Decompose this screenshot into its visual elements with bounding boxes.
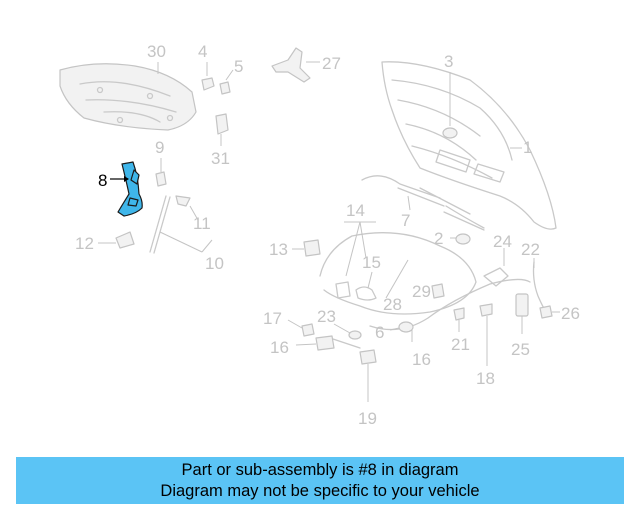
callout-31: 31 bbox=[211, 149, 230, 168]
callout-21: 21 bbox=[451, 335, 470, 354]
hood-panel bbox=[381, 61, 557, 230]
callout-9: 9 bbox=[155, 138, 164, 157]
callout-5: 5 bbox=[234, 57, 243, 76]
hood-insulation-pad bbox=[59, 62, 197, 131]
latch-24 bbox=[483, 248, 509, 287]
banner-line-1: Part or sub-assembly is #8 in diagram bbox=[181, 461, 459, 479]
callout-10: 10 bbox=[205, 254, 224, 273]
callout-3: 3 bbox=[444, 52, 453, 71]
hood-emblem bbox=[442, 72, 458, 139]
banner-line-2: Diagram may not be specific to your vehi… bbox=[160, 482, 480, 500]
highlighted-part-8[interactable] bbox=[110, 161, 143, 217]
callout-15: 15 bbox=[362, 253, 381, 272]
bumper-2 bbox=[450, 233, 471, 245]
callout-25: 25 bbox=[511, 340, 530, 359]
clip-5 bbox=[219, 69, 234, 95]
hood-bumper-12 bbox=[98, 231, 135, 249]
parts-diagram: 30 4 5 27 1 3 9 31 bbox=[59, 42, 580, 428]
clip-26 bbox=[539, 305, 560, 319]
gas-strut bbox=[149, 195, 213, 254]
callout-18: 19 bbox=[358, 409, 377, 428]
bracket-31 bbox=[215, 113, 229, 146]
callout-27: 27 bbox=[322, 54, 341, 73]
callout-6: 6 bbox=[375, 323, 384, 342]
callout-28: 28 bbox=[383, 295, 402, 314]
callout-1: 1 bbox=[523, 138, 532, 157]
clip-4 bbox=[201, 62, 215, 91]
clip-21 bbox=[453, 307, 465, 332]
callout-8: 8 bbox=[98, 171, 107, 190]
hood-hinge bbox=[271, 47, 320, 83]
callout-2: 2 bbox=[434, 229, 443, 248]
rod-28 bbox=[385, 259, 409, 299]
callout-17: 17 bbox=[263, 309, 282, 328]
callout-19: 16 bbox=[412, 350, 431, 369]
latch-assembly-15 bbox=[335, 271, 377, 301]
clip-6 bbox=[389, 321, 414, 333]
bracket-18 bbox=[359, 349, 377, 402]
callout-23: 23 bbox=[317, 307, 336, 326]
callout-22: 22 bbox=[521, 240, 540, 259]
handle-29 bbox=[431, 283, 445, 299]
callout-13: 13 bbox=[269, 240, 288, 259]
callout-29: 29 bbox=[412, 282, 431, 301]
latch-25 bbox=[515, 293, 529, 334]
callout-14: 14 bbox=[346, 201, 365, 220]
callout-24: 24 bbox=[493, 232, 512, 251]
callout-12: 12 bbox=[75, 234, 94, 253]
bracket-16 bbox=[295, 335, 335, 351]
release-cable-loop bbox=[319, 221, 477, 315]
callout-7: 7 bbox=[401, 211, 410, 230]
latch-13 bbox=[292, 239, 321, 257]
part-info-banner: Part or sub-assembly is #8 in diagram Di… bbox=[16, 457, 624, 504]
callout-11: 11 bbox=[193, 214, 211, 233]
callout-30: 30 bbox=[147, 42, 166, 61]
grommet-23 bbox=[329, 323, 362, 349]
cable-22 bbox=[532, 258, 549, 315]
callout-16: 16 bbox=[270, 338, 289, 357]
callout-20: 18 bbox=[476, 369, 495, 388]
clip-17 bbox=[287, 319, 315, 337]
weatherstrip bbox=[361, 175, 485, 231]
callout-26: 26 bbox=[561, 304, 580, 323]
bracket-9 bbox=[155, 158, 167, 187]
callout-4: 4 bbox=[198, 42, 207, 61]
grommet-20 bbox=[479, 303, 493, 366]
